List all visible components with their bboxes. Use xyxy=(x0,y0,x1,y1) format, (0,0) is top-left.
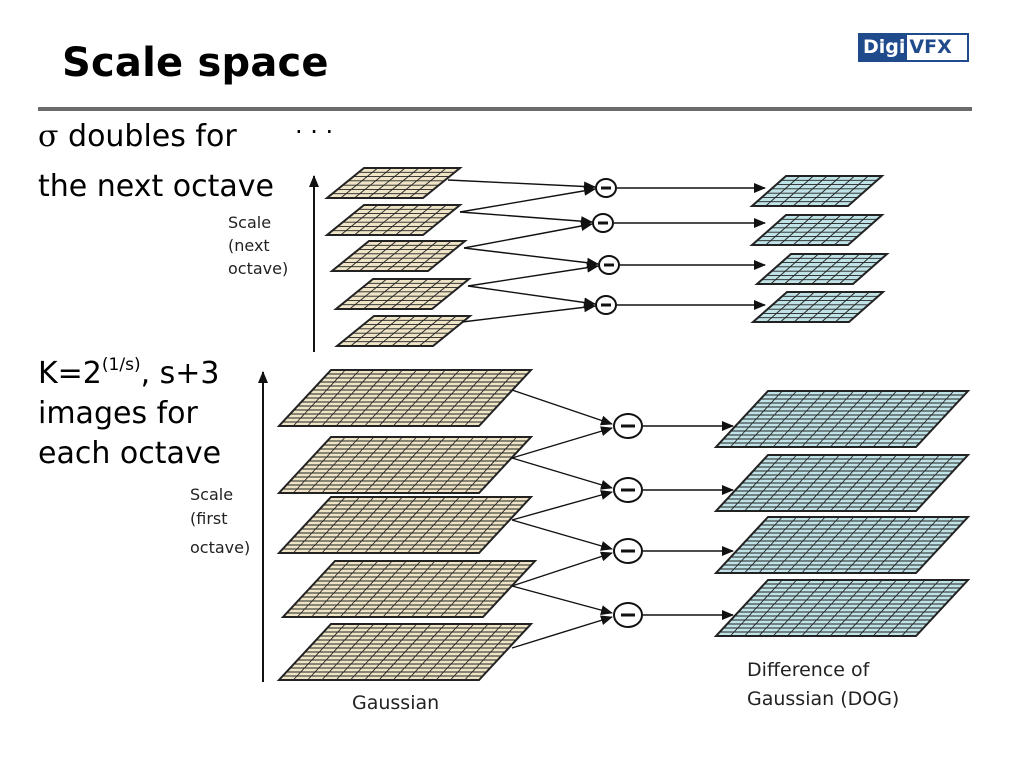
gaussian-plane-next-3 xyxy=(329,240,468,272)
each-octave-line: each octave xyxy=(38,436,222,471)
gaussian-plane-first-4 xyxy=(280,560,538,618)
subtract-icon-next-4 xyxy=(595,295,617,315)
arrow-next-lower-2 xyxy=(463,221,593,249)
gaussian-plane-first-3 xyxy=(276,496,534,554)
dog-plane-first-4 xyxy=(713,579,971,637)
gaussian-plane-next-4 xyxy=(333,278,472,310)
gaussian-plane-first-1 xyxy=(276,369,534,427)
gaussian-label: Gaussian xyxy=(352,692,439,714)
arrow-next-lower-3 xyxy=(467,262,599,287)
arrow-next-upper-2 xyxy=(459,211,593,227)
title-divider xyxy=(38,107,972,111)
arrow-next-lower-4 xyxy=(461,302,596,323)
arrow-first-lower-3 xyxy=(511,551,613,587)
ellipsis: · · · xyxy=(295,118,334,146)
gaussian-plane-first-2 xyxy=(276,436,534,494)
next-octave-line: the next octave xyxy=(38,169,274,204)
subtract-icon-first-3 xyxy=(613,538,643,564)
digivfx-logo: Digi VFX xyxy=(858,33,969,62)
logo-left: Digi xyxy=(860,35,908,60)
arrow-next-upper-4 xyxy=(467,285,596,308)
k-formula-rest: , s+3 xyxy=(140,356,220,391)
dog-plane-next-2 xyxy=(749,214,885,246)
scale-first-label: Scale (first octave) xyxy=(190,485,250,557)
arrow-first-upper-2 xyxy=(511,457,613,490)
gaussian-plane-first-5 xyxy=(276,623,534,681)
arrow-next-lower-1 xyxy=(459,185,596,213)
arrow-first-upper-3 xyxy=(511,519,613,551)
dog-plane-first-2 xyxy=(713,454,971,512)
image-planes xyxy=(276,167,971,681)
scale-next-label: Scale (next octave) xyxy=(228,213,288,278)
subtract-icon-next-1 xyxy=(595,178,617,198)
gaussian-plane-next-2 xyxy=(324,204,463,236)
images-for-line: images for xyxy=(38,396,198,431)
subtract-icon-next-3 xyxy=(598,255,620,275)
dog-plane-first-1 xyxy=(713,390,971,448)
arrow-next-upper-1 xyxy=(447,179,596,192)
dog-plane-next-4 xyxy=(750,291,886,323)
k-formula: K=2(1/s), s+3 xyxy=(38,354,220,398)
sigma-symbol: σ xyxy=(38,119,59,154)
arrow-next-upper-3 xyxy=(463,247,599,268)
subtract-icon-first-4 xyxy=(613,602,643,628)
sigma-line: σ doubles for xyxy=(38,117,237,157)
difference-arrows xyxy=(447,179,766,649)
arrow-first-upper-1 xyxy=(511,389,613,426)
arrow-first-lower-4 xyxy=(511,615,613,649)
page-title: Scale space xyxy=(62,40,329,86)
dog-plane-next-1 xyxy=(749,175,885,207)
arrow-first-upper-4 xyxy=(511,585,613,615)
sigma-line-text: doubles for xyxy=(58,119,237,154)
subtract-icon-first-2 xyxy=(613,477,643,503)
k-formula-base: K=2 xyxy=(38,356,102,391)
dog-plane-first-3 xyxy=(713,516,971,574)
arrow-first-lower-2 xyxy=(511,490,613,521)
gaussian-plane-next-1 xyxy=(324,167,463,199)
subtract-operators xyxy=(592,178,643,628)
dog-plane-next-3 xyxy=(754,253,890,285)
gaussian-plane-next-5 xyxy=(334,315,473,347)
dog-label: Difference of Gaussian (DOG) xyxy=(747,659,899,710)
subtract-icon-next-2 xyxy=(592,213,614,233)
k-formula-exponent: (1/s) xyxy=(101,355,141,375)
arrow-first-lower-1 xyxy=(511,426,613,459)
subtract-icon-first-1 xyxy=(613,413,643,439)
logo-right: VFX xyxy=(907,35,955,60)
